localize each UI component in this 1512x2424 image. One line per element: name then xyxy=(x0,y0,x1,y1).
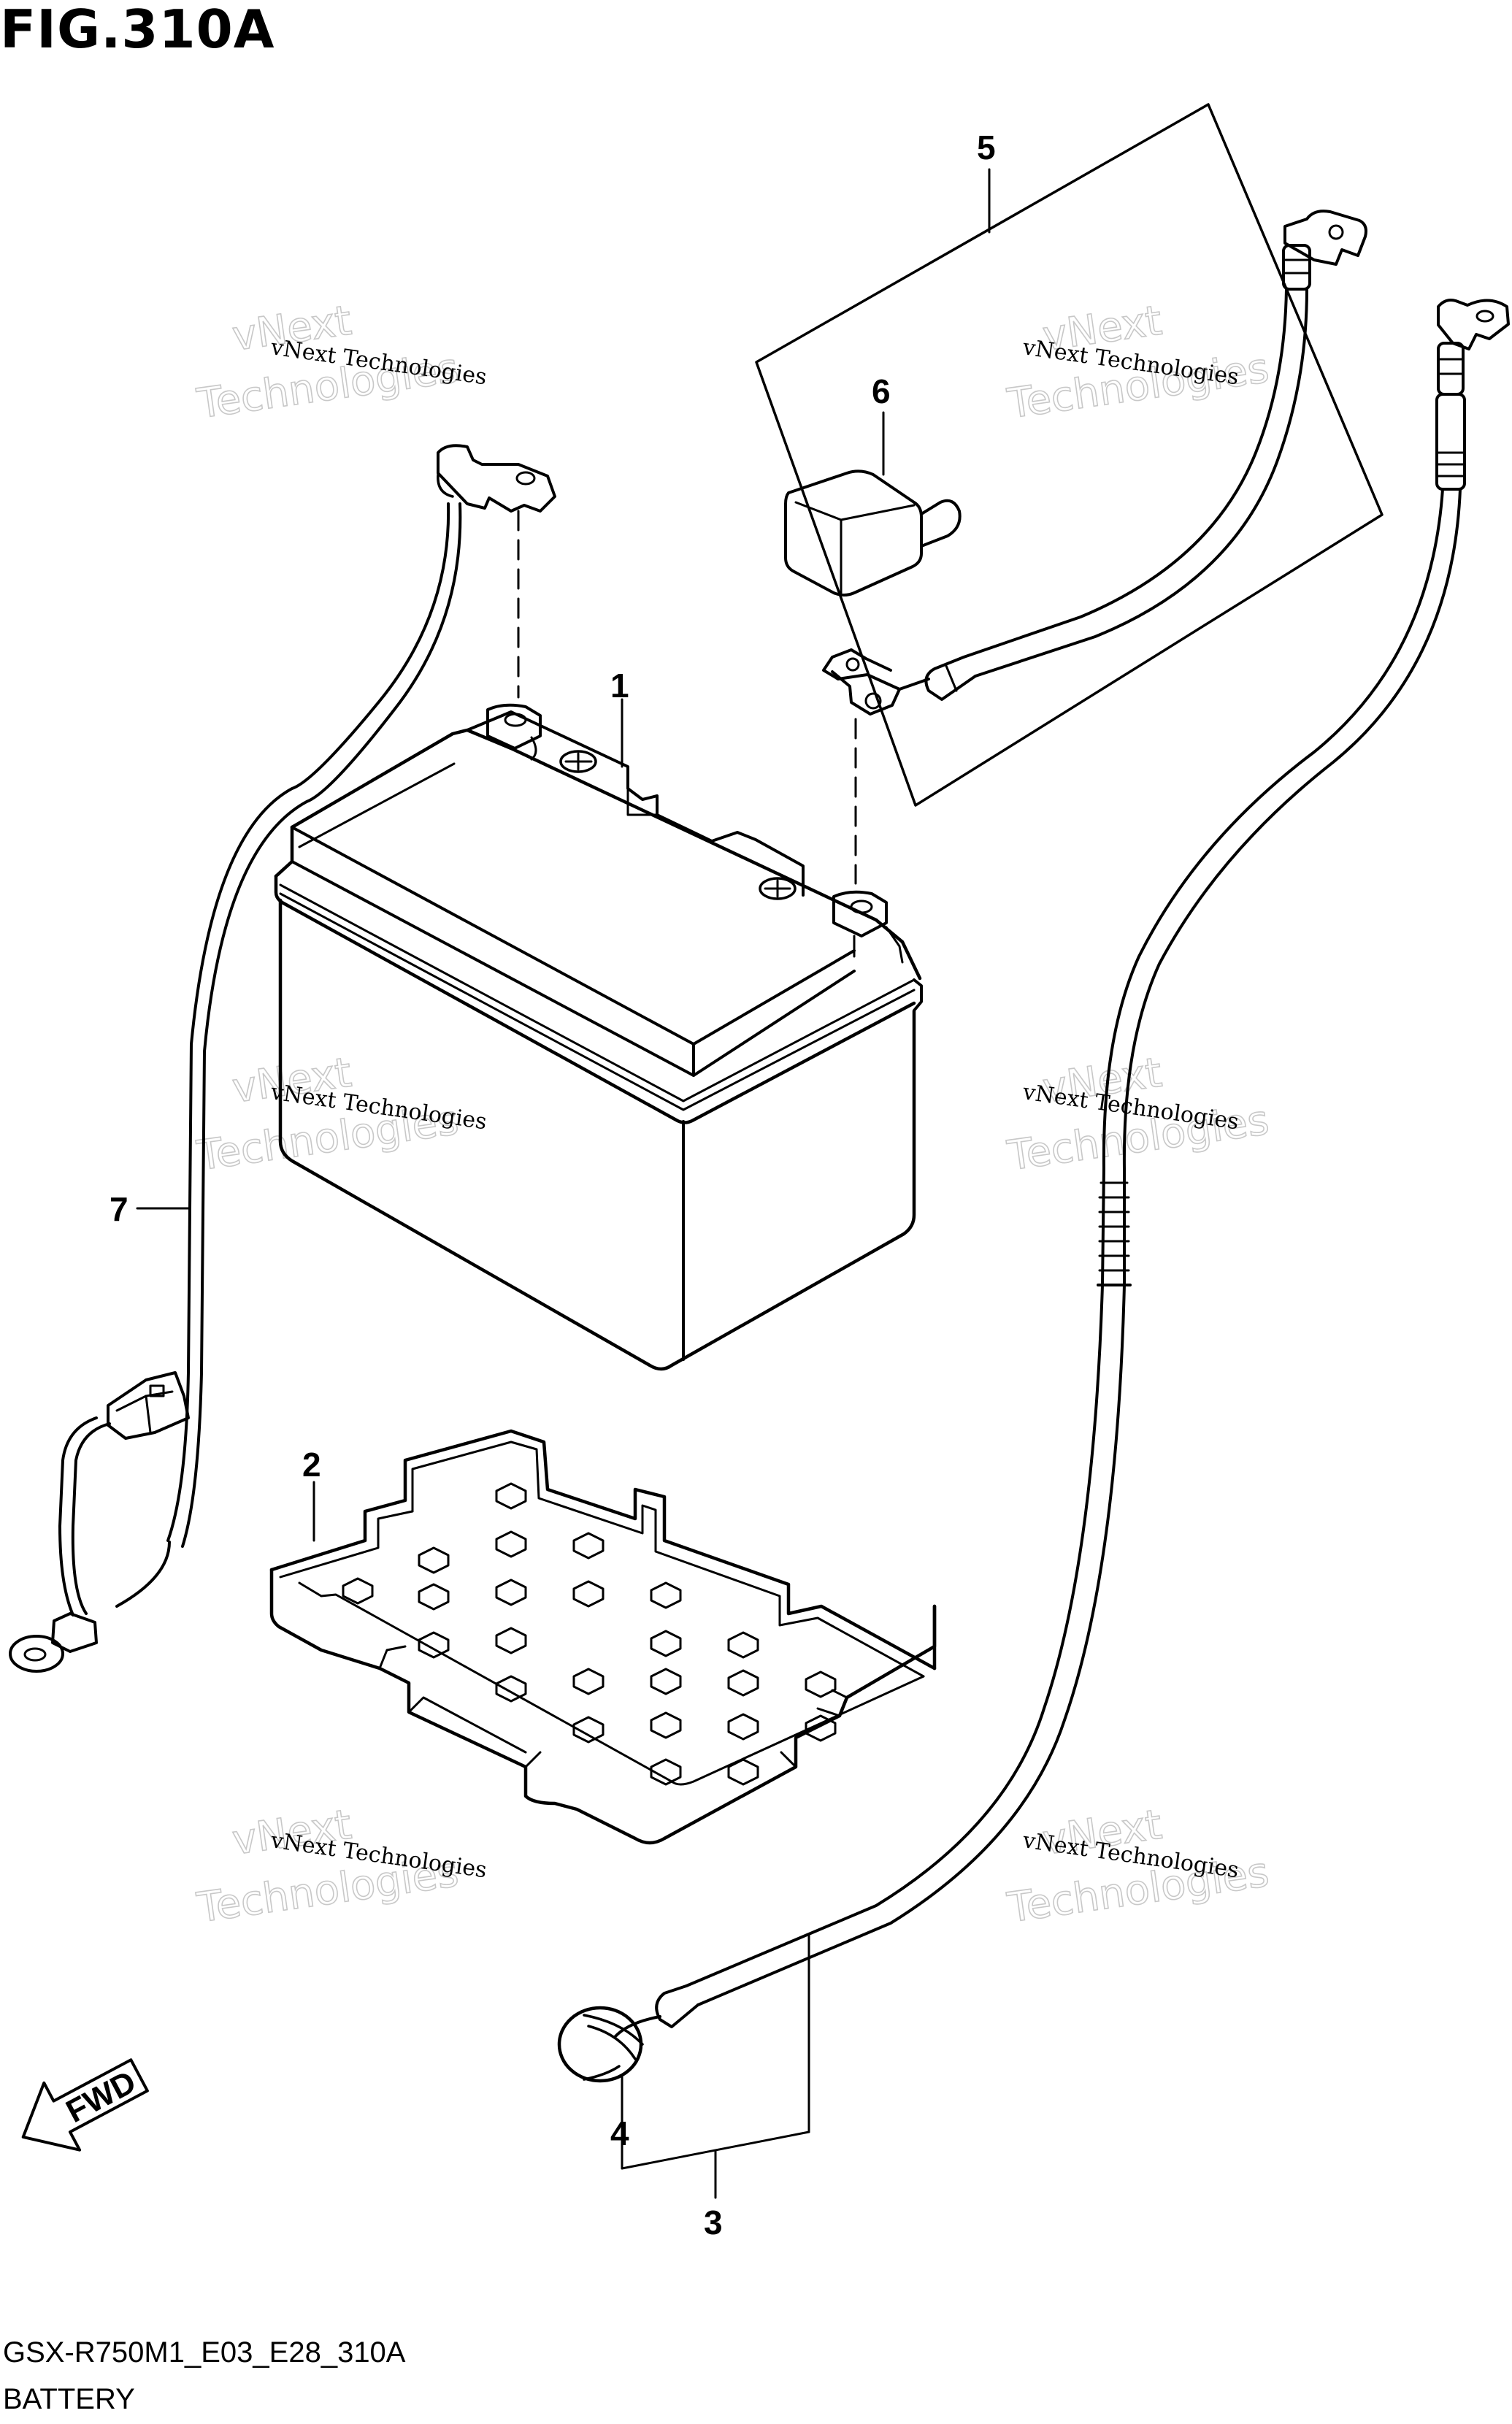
figure-title: FIG.310A xyxy=(0,0,275,60)
figure-code: GSX-R750M1_E03_E28_310A xyxy=(3,2336,406,2369)
fwd-direction-arrow: FWD xyxy=(21,2058,149,2152)
assembly-lines xyxy=(517,510,857,885)
negative-lead-part-3 xyxy=(613,299,1510,2038)
battery-part-1 xyxy=(274,703,923,1371)
tray-slots xyxy=(342,1482,837,1786)
terminal-boot-part-4 xyxy=(557,2006,644,2083)
callout-6: 6 xyxy=(872,372,891,410)
terminal-cover-part-6 xyxy=(784,469,962,597)
figure-name: BATTERY xyxy=(3,2383,135,2415)
positive-cable-part-5 xyxy=(822,210,1367,716)
ground-lead-part-7 xyxy=(9,444,556,1673)
callout-3: 3 xyxy=(704,2204,723,2241)
battery-tray-part-2 xyxy=(269,1429,937,1845)
callout-5: 5 xyxy=(977,129,996,166)
callout-1: 1 xyxy=(610,667,629,705)
callout-4: 4 xyxy=(610,2114,629,2152)
callout-2: 2 xyxy=(302,1446,321,1484)
callout-7: 7 xyxy=(110,1190,128,1228)
fwd-label: FWD xyxy=(61,2064,142,2130)
leader-lines xyxy=(136,168,991,2199)
